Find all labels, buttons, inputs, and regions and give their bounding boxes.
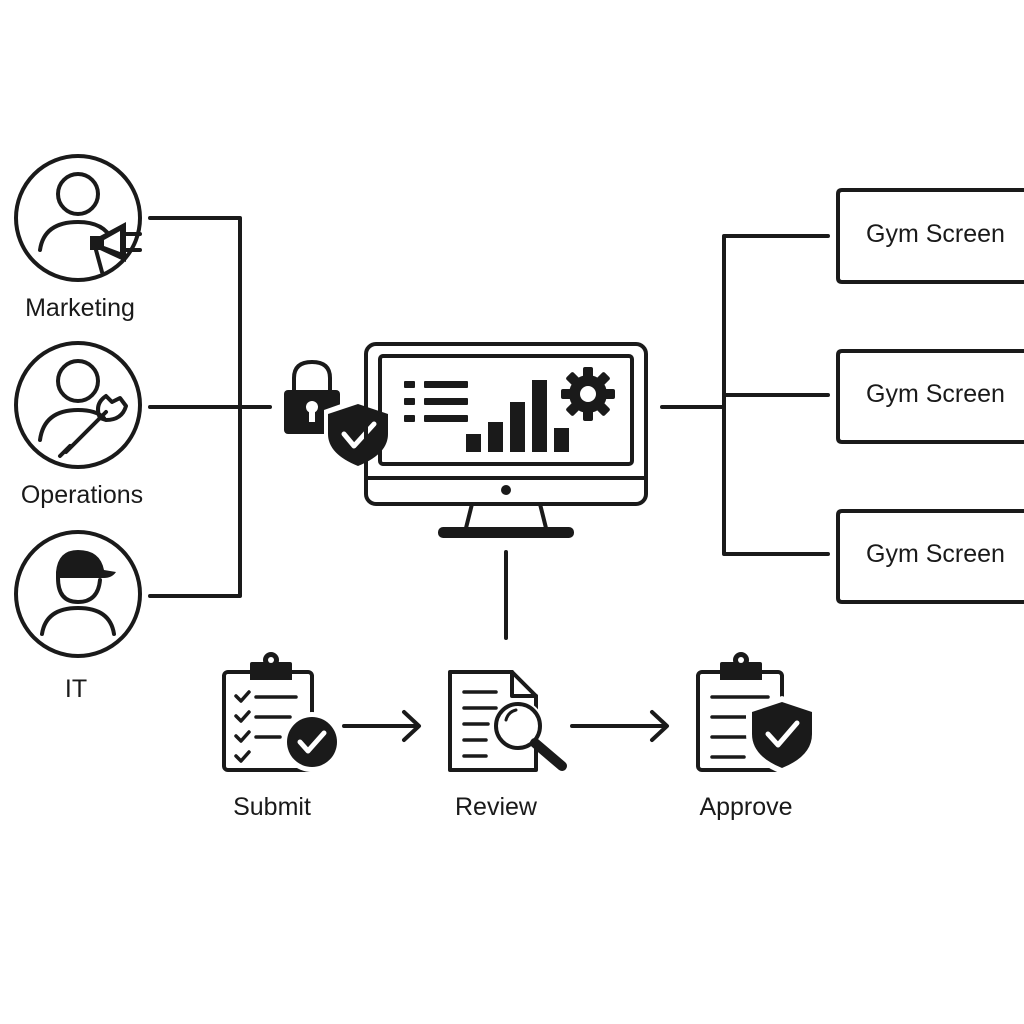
user-cap-icon bbox=[40, 550, 116, 636]
clipboard-shield-check-icon bbox=[696, 652, 818, 774]
gear-icon bbox=[561, 367, 615, 421]
role-label: Marketing bbox=[25, 294, 135, 322]
role-label: IT bbox=[65, 675, 87, 703]
gym-screen-box[interactable]: Gym Screen bbox=[836, 349, 1024, 444]
step-label: Review bbox=[455, 793, 538, 821]
screen-connectors bbox=[660, 234, 830, 556]
screen-label: Gym Screen bbox=[866, 380, 1005, 408]
gym-screen-box[interactable]: Gym Screen bbox=[836, 188, 1024, 284]
document-search-icon bbox=[448, 670, 567, 772]
role-it[interactable]: IT bbox=[14, 530, 142, 703]
role-operations[interactable]: Operations bbox=[14, 341, 143, 509]
role-label: Operations bbox=[21, 481, 143, 509]
role-connectors bbox=[148, 216, 272, 598]
workflow-step-approve[interactable]: Approve bbox=[696, 652, 818, 821]
arrow-connector bbox=[570, 710, 669, 742]
role-marketing[interactable]: Marketing bbox=[14, 154, 142, 322]
monitor-dashboard-icon bbox=[364, 342, 648, 538]
workflow-step-review[interactable]: Review bbox=[448, 670, 567, 821]
user-megaphone-icon bbox=[38, 172, 142, 274]
clipboard-checklist-icon bbox=[222, 652, 342, 772]
step-label: Approve bbox=[699, 793, 792, 821]
arrow-connector bbox=[342, 710, 421, 742]
screen-label: Gym Screen bbox=[866, 540, 1005, 568]
step-label: Submit bbox=[233, 793, 311, 821]
workflow-step-submit[interactable]: Submit bbox=[222, 652, 342, 821]
screen-label: Gym Screen bbox=[866, 220, 1005, 248]
user-wrench-icon bbox=[38, 359, 128, 458]
gym-screen-box[interactable]: Gym Screen bbox=[836, 509, 1024, 604]
